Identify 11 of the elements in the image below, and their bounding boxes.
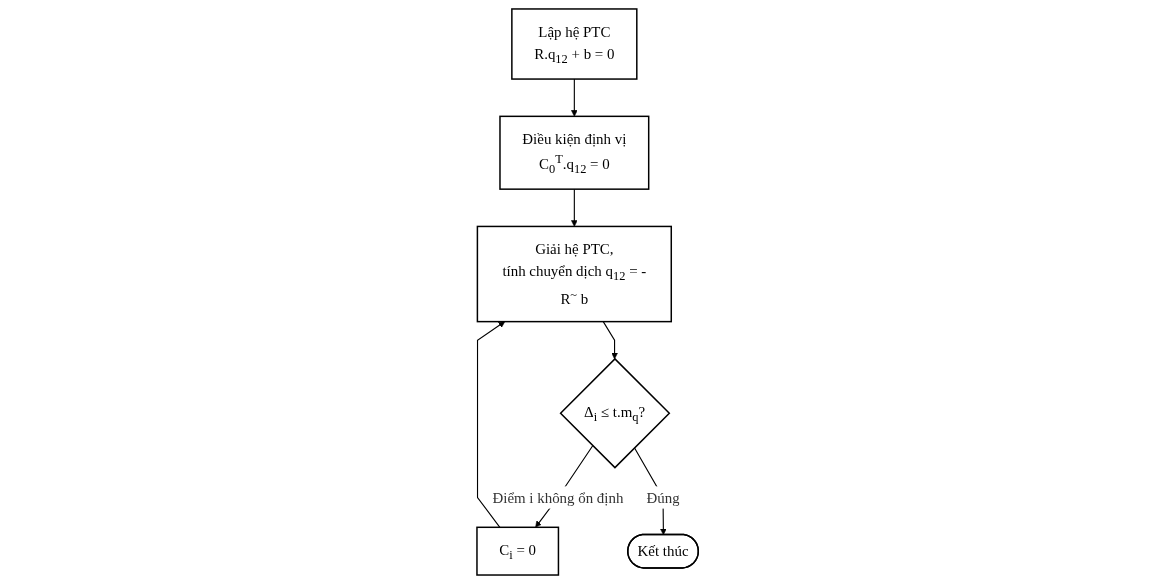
node-box: Giải hệ PTC, tính chuyển dịch q$_{12}$ = -R$^{~}$ b [477,225,673,322]
node-box: Điều kiện định vị C$_{0}$$^{T}$.q$_{12}$ = 0 [499,115,650,190]
node-box: Lập hệ PTC R.q$_{12}$ + b = 0 [511,7,638,80]
arrow [603,320,619,359]
arrow [477,320,506,528]
edge-label: Điểm i không ổn định [492,488,624,506]
node-diamond: Δ$_{i}$ ≤ t.m$_{q}$? [559,357,671,469]
arrow [571,188,578,227]
arrow [571,78,578,117]
node-box: C$_{i}$ = 0 [476,526,560,576]
edge-label: Đúng [646,488,680,506]
